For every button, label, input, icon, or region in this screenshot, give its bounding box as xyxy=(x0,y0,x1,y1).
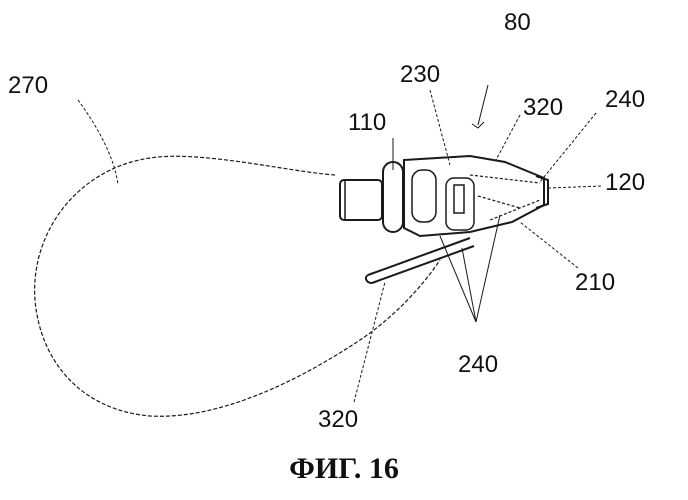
ref-240-top: 240 xyxy=(605,86,645,113)
ref-210: 210 xyxy=(575,269,615,296)
ref-230: 230 xyxy=(400,61,440,88)
ref-120: 120 xyxy=(605,169,645,196)
ref-320-bottom: 320 xyxy=(318,406,358,433)
ref-80: 80 xyxy=(504,9,531,36)
ref-110: 110 xyxy=(348,109,386,136)
tube-element xyxy=(366,238,474,283)
ref-240-bottom: 240 xyxy=(458,351,498,378)
valve-body xyxy=(340,156,548,236)
leader-lines xyxy=(78,85,602,402)
ref-320-top: 320 xyxy=(523,94,563,121)
balloon-outline xyxy=(35,156,440,416)
figure-caption: ФИГ. 16 xyxy=(0,452,688,486)
ref-270: 270 xyxy=(8,72,48,99)
